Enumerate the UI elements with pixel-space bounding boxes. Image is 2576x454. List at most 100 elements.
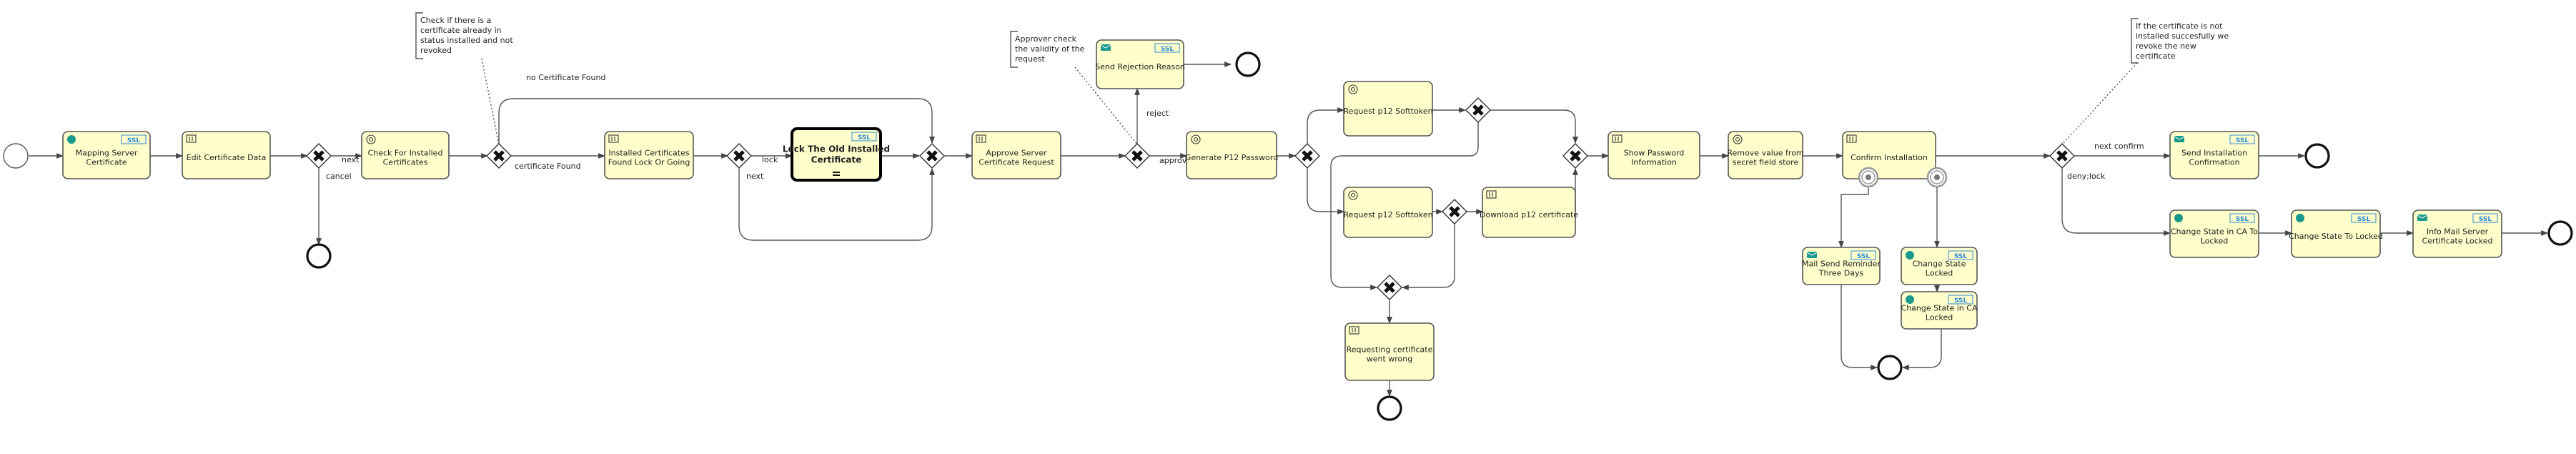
edge-label-approve: approve — [1159, 156, 1192, 165]
flow-gw3-gw4-next[interactable] — [738, 167, 935, 241]
task-download-p12-certificate[interactable]: Download p12 certificate — [1480, 187, 1578, 238]
task-label-line: Locked — [2201, 237, 2228, 246]
task-label-line: Approve Server — [986, 149, 1047, 158]
flow-gw6-t10[interactable] — [1307, 167, 1344, 214]
brand-logo-icon: SSL — [2472, 213, 2498, 223]
gateway-exclusive-9[interactable] — [1377, 275, 1402, 300]
exclusive-x-icon — [926, 150, 938, 162]
brand-logo-icon: SSL — [2351, 213, 2377, 223]
script-icon — [1906, 251, 1914, 260]
end-event-confirmed[interactable] — [2304, 143, 2330, 169]
edge-label-deny-lock: deny;lock — [2067, 172, 2106, 181]
task-request-p12-softtoken[interactable]: Request p12 Softtoken — [1343, 187, 1433, 238]
gateway-exclusive-11[interactable] — [2049, 143, 2075, 169]
send-icon — [2417, 214, 2428, 221]
end-event-reminder[interactable] — [1877, 355, 1903, 380]
end-event-cancel[interactable] — [306, 243, 332, 269]
service-task-icon — [1348, 84, 1358, 94]
task-label-line: Three Days — [1818, 269, 1864, 278]
brand-logo-icon: SSL — [2229, 134, 2255, 144]
gateway-exclusive-7[interactable] — [1465, 97, 1491, 123]
task-change-state-to-locked[interactable]: SSL Change State To Locked — [2289, 209, 2383, 258]
task-confirm-installation[interactable]: Confirm Installation — [1842, 131, 1936, 179]
script-icon — [2296, 214, 2304, 222]
task-label-line: Locked — [1926, 313, 1953, 322]
gateway-exclusive-2[interactable] — [486, 143, 512, 169]
task-label-line: Generate P12 Password — [1185, 153, 1278, 162]
exclusive-x-icon — [1384, 282, 1395, 293]
gateway-exclusive-10[interactable] — [1562, 143, 1588, 169]
flow-gw2-gw4-no-cert[interactable] — [498, 98, 935, 144]
gateway-exclusive-6[interactable] — [1294, 143, 1320, 169]
brand-logo-icon: SSL — [1851, 250, 1876, 260]
service-task-icon — [1191, 134, 1201, 144]
edge-label-no-certificate-found: no Certificate Found — [526, 73, 605, 82]
flow-gw8-gw9[interactable] — [1402, 223, 1455, 290]
annotation-check-installed[interactable]: Check if there is a certificate already … — [415, 12, 513, 145]
brand-logo-icon: SSL — [851, 132, 877, 142]
task-label-line: Information — [1631, 158, 1677, 167]
flow-t18-end[interactable] — [1902, 329, 1942, 370]
flow-gw7-gw10[interactable] — [1490, 109, 1578, 144]
gateway-exclusive-1[interactable] — [306, 143, 332, 169]
brand-logo-icon: SSL — [1948, 250, 1973, 260]
task-edit-certificate-data[interactable]: Edit Certificate Data — [182, 131, 271, 179]
gateway-exclusive-4[interactable] — [919, 143, 945, 169]
exclusive-x-icon — [493, 150, 505, 162]
gateway-exclusive-5[interactable] — [1124, 143, 1150, 169]
start-event[interactable] — [3, 143, 29, 169]
task-request-p12-softtoken[interactable]: Request p12 Softtoken — [1343, 81, 1433, 137]
task-label-line: Send Rejection Reason — [1095, 62, 1185, 71]
end-event-error[interactable] — [1377, 395, 1402, 421]
task-label-line: Change State in CA To — [2171, 227, 2258, 237]
end-event-rejection[interactable] — [1235, 51, 1261, 77]
annotation-approver-check[interactable]: Approver check the validity of the reque… — [1010, 31, 1138, 145]
task-label-line: Requesting certificate — [1347, 345, 1433, 355]
svg-text:revoke the new: revoke the new — [2136, 41, 2196, 51]
task-label-line: Show Password — [1624, 149, 1685, 158]
brand-logo-icon: SSL — [2229, 213, 2255, 223]
gateway-exclusive-3[interactable] — [726, 143, 752, 169]
flow-timer1-t16[interactable] — [1838, 187, 1869, 248]
task-label-line: Edit Certificate Data — [187, 153, 267, 162]
service-task-icon — [366, 134, 376, 144]
send-icon — [1100, 44, 1111, 51]
end-event-locked[interactable] — [2547, 220, 2573, 246]
svg-text:SSL: SSL — [858, 134, 871, 142]
svg-text:certificate already in: certificate already in — [420, 26, 502, 35]
boundary-timer-event-reminder[interactable] — [1858, 167, 1879, 188]
boundary-timer-event-lock[interactable] — [1926, 167, 1948, 188]
task-label-line: Change State To Locked — [2289, 232, 2383, 241]
flow-gw7-gw9[interactable] — [1330, 122, 1479, 290]
task-label-line: secret field store — [1733, 158, 1799, 167]
edge-labels: next cancel no Certificate Found certifi… — [326, 73, 2144, 181]
flow-t16-end[interactable] — [1841, 285, 1878, 370]
script-icon — [1906, 295, 1914, 304]
task-generate-p12-password[interactable]: Generate P12 Password — [1185, 131, 1278, 179]
task-label-line: Certificate Locked — [2422, 237, 2492, 246]
svg-text:revoked: revoked — [420, 46, 452, 55]
svg-text:Approver check: Approver check — [1015, 34, 1077, 44]
edge-label-next: next — [342, 155, 360, 164]
task-label-line: Check For Installed — [368, 149, 443, 158]
annotation-not-installed[interactable]: If the certificate is not installed succ… — [2061, 18, 2229, 145]
user-task-icon — [1612, 134, 1623, 143]
flow-gw6-t9[interactable] — [1307, 107, 1344, 144]
flow-gw11-t20[interactable] — [2061, 167, 2171, 236]
gateway-exclusive-8[interactable] — [1442, 199, 1467, 224]
